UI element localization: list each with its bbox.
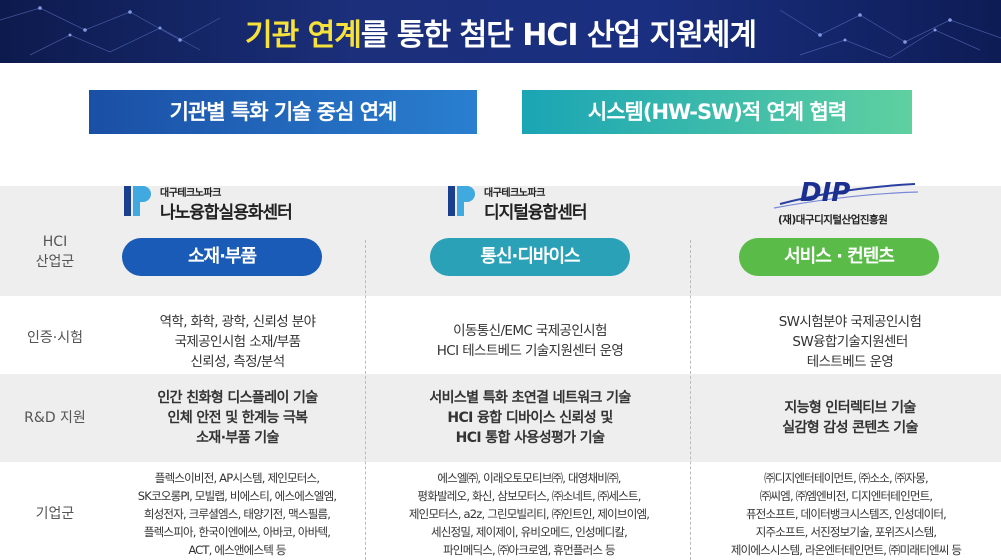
company-line: ㈜씨엠, ㈜엠엔비전, 디지엔터테인먼트, [759,489,933,503]
rnd-cell-col2: 서비스별 특화 초연결 네트워크 기술 HCI 융합 디바이스 신뢰성 및 HC… [380,388,680,448]
row-cert-background [0,296,1001,374]
company-line: 희성전자, 크루셜엠스, 태양기전, 맥스필름, [143,507,331,521]
row-label-hci-line2: 산업군 [35,254,75,270]
cert-line: 신뢰성, 측정/분석 [190,354,285,370]
logo-main-text: 나노융합실용화센터 [160,203,293,223]
company-line: 평화발레오, 화신, 삼보모터스, ㈜소네트, ㈜세스트, [417,489,641,503]
companies-cell-col1: 플렉스이비전, AP시스템, 제인모터스, SK코오롱PI, 모빌랩, 비에스티… [108,469,366,559]
company-line: 플렉스피아, 한국이엔에쓰, 아바코, 아바텍, [143,525,331,539]
column-divider [365,240,366,560]
company-line: 파인메딕스, ㈜아크로엠, 휴먼플러스 등 [443,543,615,557]
cert-cell-col2: 이동통신/EMC 국제공인시험 HCI 테스트베드 기술지원센터 운영 [380,321,680,361]
category-pill-services: 서비스 · 컨텐츠 [739,238,939,276]
logo-main-text: 디지털융합센터 [484,203,587,223]
network-background-graphic [0,6,1001,59]
page-title-highlight: 기관 연계 [245,18,362,53]
cert-line: SW융합기술지원센터 [792,334,908,350]
logo-dip: DIP (재)대구디지털산업진흥원 [770,178,920,228]
company-line: 세신정밀, 제이제이, 유비오메드, 인성메디칼, [430,525,628,539]
row-label-companies: 기업군 [35,506,75,522]
company-line: ACT, 에스앤에스텍 등 [188,543,286,557]
company-line: 제이에스시스템, 라온엔터테인먼트, ㈜미래티엔씨 등 [730,543,962,557]
logo-digital-center: 대구테크노파크 디지털융합센터 [446,182,626,223]
section-header-right: 시스템(HW-SW)적 연계 협력 [522,90,912,134]
category-pill-materials: 소재·부품 [122,238,322,276]
cert-line: SW시험분야 국제공인시험 [778,314,922,330]
logo-sub-text: 대구테크노파크 [484,188,545,199]
company-line: 지주소프트, 서진정보기술, 포위즈시스템, [755,525,937,539]
rnd-line: 인간 친화형 디스플레이 기술 [157,390,318,406]
dip-swoosh-icon [773,183,919,209]
logo-nano-center: 대구테크노파크 나노융합실용화센터 [122,182,332,223]
category-pill-devices: 통신·디바이스 [430,238,630,276]
row-label-hci-line1: HCI [42,234,68,250]
companies-cell-col3: ㈜디지엔터테이먼트, ㈜소소, ㈜자몽, ㈜씨엠, ㈜엠엔비전, 디지엔터테인먼… [693,469,999,559]
row-label-hci: HCI 산업군 [0,232,110,272]
logo-caption-text: (재)대구디지털산업진흥원 [778,214,888,226]
cert-line: 테스트베드 운영 [806,354,894,370]
row-label-cert: 인증·시험 [27,330,83,346]
row-rnd-background [0,374,1001,462]
company-line: 플렉스이비전, AP시스템, 제인모터스, [154,471,320,485]
rnd-line: 소재·부품 기술 [196,430,279,446]
logo-sub-text: 대구테크노파크 [160,188,221,199]
rnd-line: 실감형 감성 콘텐츠 기술 [782,420,918,436]
header-banner: 기관 연계를 통한 첨단 HCI 산업 지원체계 [0,0,1001,63]
section-header-left: 기관별 특화 기술 중심 연계 [89,90,477,134]
company-line: 제인모터스, a2z, 그린모빌리티, ㈜인트인, 제이브이엠, [408,507,650,521]
row-companies-background [0,462,1001,560]
company-line: 에스엘㈜, 이래오토모티브㈜, 대영채비㈜, [437,471,621,485]
row-label-rnd: R&D 지원 [24,410,86,426]
cert-cell-col1: 역학, 화학, 광학, 신뢰성 분야 국제공인시험 소재/부품 신뢰성, 측정/… [115,312,360,372]
cert-line: 국제공인시험 소재/부품 [174,334,301,350]
rnd-line: 인체 안전 및 한계능 극복 [167,410,309,426]
page-title-rest: 를 통한 첨단 HCI 산업 지원체계 [360,18,757,53]
cert-line: 역학, 화학, 광학, 신뢰성 분야 [159,314,316,330]
rnd-line: 지능형 인터렉티브 기술 [784,400,916,416]
company-line: SK코오롱PI, 모빌랩, 비에스티, 에스에스엘엠, [137,489,337,503]
company-line: ㈜디지엔터테이먼트, ㈜소소, ㈜자몽, [764,471,929,485]
rnd-cell-col1: 인간 친화형 디스플레이 기술 인체 안전 및 한계능 극복 소재·부품 기술 [115,388,360,448]
rnd-line: HCI 융합 디바이스 신뢰성 및 [447,410,613,426]
cert-line: HCI 테스트베드 기술지원센터 운영 [436,343,624,359]
companies-cell-col2: 에스엘㈜, 이래오토모티브㈜, 대영채비㈜, 평화발레오, 화신, 삼보모터스,… [370,469,688,559]
techno-park-logo-icon [448,186,475,216]
cert-cell-col3: SW시험분야 국제공인시험 SW융합기술지원센터 테스트베드 운영 [705,312,995,372]
rnd-line: 서비스별 특화 초연결 네트워크 기술 [429,390,631,406]
rnd-line: HCI 통합 사용성평가 기술 [455,430,605,446]
cert-line: 이동통신/EMC 국제공인시험 [453,323,607,339]
rnd-cell-col3: 지능형 인터렉티브 기술 실감형 감성 콘텐츠 기술 [705,398,995,438]
page-title: 기관 연계를 통한 첨단 HCI 산업 지원체계 [0,10,1001,54]
column-divider [690,240,691,560]
company-line: 퓨전소프트, 데이터뱅크시스템즈, 인성데이터, [745,507,947,521]
techno-park-logo-icon [124,186,151,216]
logo-main-text: DIP [800,178,851,208]
